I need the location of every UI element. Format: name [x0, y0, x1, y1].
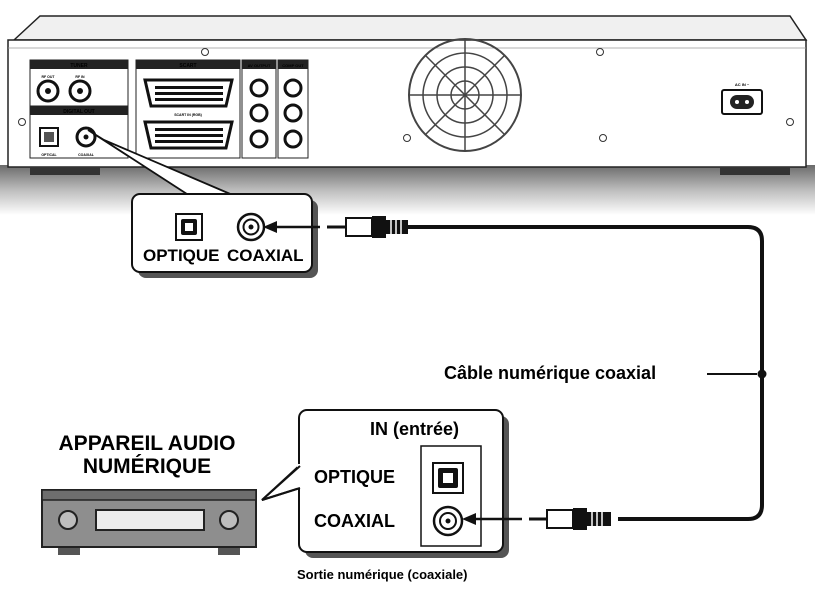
tuner-label: TUNER — [70, 63, 88, 69]
scart-label: SCART — [179, 63, 196, 69]
scart-in-label: SCART IN (RGB) — [174, 113, 202, 117]
receiver-in-label: IN (entrée) — [370, 419, 460, 439]
cable-label: Câble numérique coaxial — [444, 363, 657, 383]
rca-plug-top — [327, 216, 408, 238]
input-panel-frame — [420, 445, 482, 547]
rca-plug-bottom — [529, 508, 611, 530]
ac-in-label: AC IN ~ — [735, 82, 750, 87]
player-optique-label: OPTIQUE — [143, 246, 220, 265]
receiver-callout — [261, 409, 509, 558]
player-callout — [131, 193, 318, 278]
comp-out-label: COMP OUT — [282, 63, 304, 68]
receiver-title-line2: NUMÉRIQUE — [82, 455, 212, 478]
av-output-label: AV OUTPUT — [248, 63, 271, 68]
player-insert-arrow — [263, 221, 320, 233]
rf-in-label: RF IN — [75, 75, 85, 79]
fan-grille — [408, 38, 522, 152]
audio-receiver — [41, 489, 257, 555]
rf-out-label: RF OUT — [41, 75, 55, 79]
receiver-title: APPAREIL AUDIO NUMÉRIQUE — [52, 432, 242, 478]
dvd-player-rear: TUNER RF OUT RF IN DIGITAL OUT OPTICAL C… — [7, 15, 808, 175]
player-shadow — [0, 165, 815, 215]
digital-out-label: DIGITAL OUT — [63, 109, 94, 115]
cable-label-leader — [707, 369, 767, 379]
receiver-title-line1: APPAREIL AUDIO — [58, 432, 236, 455]
optical-label: OPTICAL — [41, 153, 57, 157]
receiver-coaxial-label: COAXIAL — [314, 511, 395, 531]
coaxial-label: COAXIAL — [78, 153, 95, 157]
receiver-optique-label: OPTIQUE — [314, 467, 396, 487]
footer-caption: Sortie numérique (coaxiale) — [297, 567, 468, 582]
receiver-insert-arrow — [462, 513, 522, 525]
player-coaxial-label: COAXIAL — [227, 246, 304, 265]
